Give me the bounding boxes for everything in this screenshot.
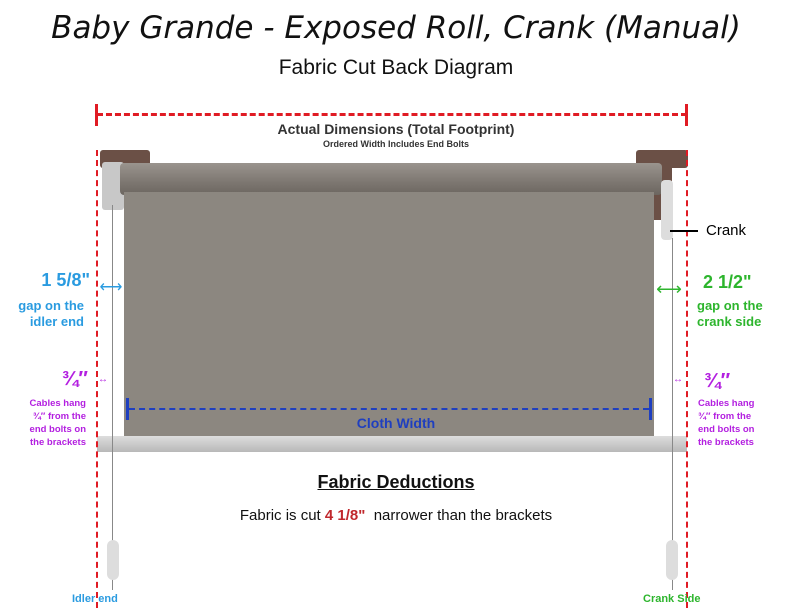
idler-gap-line2: idler end <box>29 314 84 329</box>
right-cable <box>672 238 673 590</box>
dimension-end-left <box>95 104 98 126</box>
diagram-subtitle: Fabric Cut Back Diagram <box>278 56 514 79</box>
deductions-prefix: Fabric is cut <box>239 507 325 524</box>
crank-handle <box>661 180 673 240</box>
diagram-title: Baby Grande - Exposed Roll, Crank (Manua… <box>51 10 741 46</box>
right-bracket-line <box>686 150 688 608</box>
cloth-width-end-right <box>649 398 652 420</box>
note-line: ¾″ from the <box>32 411 86 422</box>
crank-cable-arrow-icon: ↔ <box>673 374 683 385</box>
total-footprint-line <box>97 113 687 116</box>
crank-gap-line1: gap on the <box>697 298 763 313</box>
left-bracket-line <box>96 150 98 608</box>
cloth-width-end-left <box>126 398 129 420</box>
deductions-suffix: narrower than the brackets <box>365 507 553 524</box>
crank-cable-value: ¾″ <box>704 370 731 392</box>
crank-gap-value: 2 1/2" <box>703 272 752 292</box>
footprint-note: Ordered Width Includes End Bolts <box>323 139 469 149</box>
crank-gap-arrow-icon: ⟷ <box>656 279 682 299</box>
crank-side-label: Crank Side <box>643 593 701 605</box>
left-cable <box>112 205 113 590</box>
note-line: ¾″ from the <box>698 411 752 422</box>
left-cable-weight <box>107 540 119 580</box>
hem-bar <box>97 436 687 452</box>
roller-tube <box>120 163 662 195</box>
idler-gap-value: 1 5/8" <box>41 270 90 290</box>
fabric <box>124 192 654 438</box>
idler-gap-line1: gap on the <box>18 298 84 313</box>
crank-cable-note: Cables hang ¾″ from the end bolts on the br… <box>698 397 755 449</box>
idler-end-cap <box>102 162 124 210</box>
idler-gap-arrow-icon: ⟷ <box>99 279 123 296</box>
footprint-label: Actual Dimensions (Total Footprint) <box>277 121 515 137</box>
idler-end-label: Idler end <box>72 593 118 605</box>
idler-cable-note: Cables hang ¾″ from the end bolts on the br… <box>0 397 87 449</box>
note-line: the brackets <box>30 437 86 448</box>
crank-label: Crank <box>706 222 747 239</box>
note-line: Cables hang <box>698 398 755 409</box>
deductions-amount: 4 1/8" <box>324 507 366 524</box>
note-line: end bolts on <box>698 424 755 435</box>
idler-cable-value: ¾″ <box>61 368 88 390</box>
right-cable-weight <box>666 540 678 580</box>
note-line: end bolts on <box>29 424 86 435</box>
crank-pointer <box>670 230 698 232</box>
cloth-width-label: Cloth Width <box>356 415 436 431</box>
cloth-width-line <box>129 408 649 410</box>
note-line: the brackets <box>698 437 754 448</box>
deductions-text: Fabric is cut 4 1/8" narrower than the b… <box>0 507 792 524</box>
deductions-heading: Fabric Deductions <box>317 472 475 492</box>
crank-gap-line2: crank side <box>697 314 762 329</box>
idler-cable-arrow-icon: ↔ <box>98 374 108 385</box>
note-line: Cables hang <box>29 398 87 409</box>
